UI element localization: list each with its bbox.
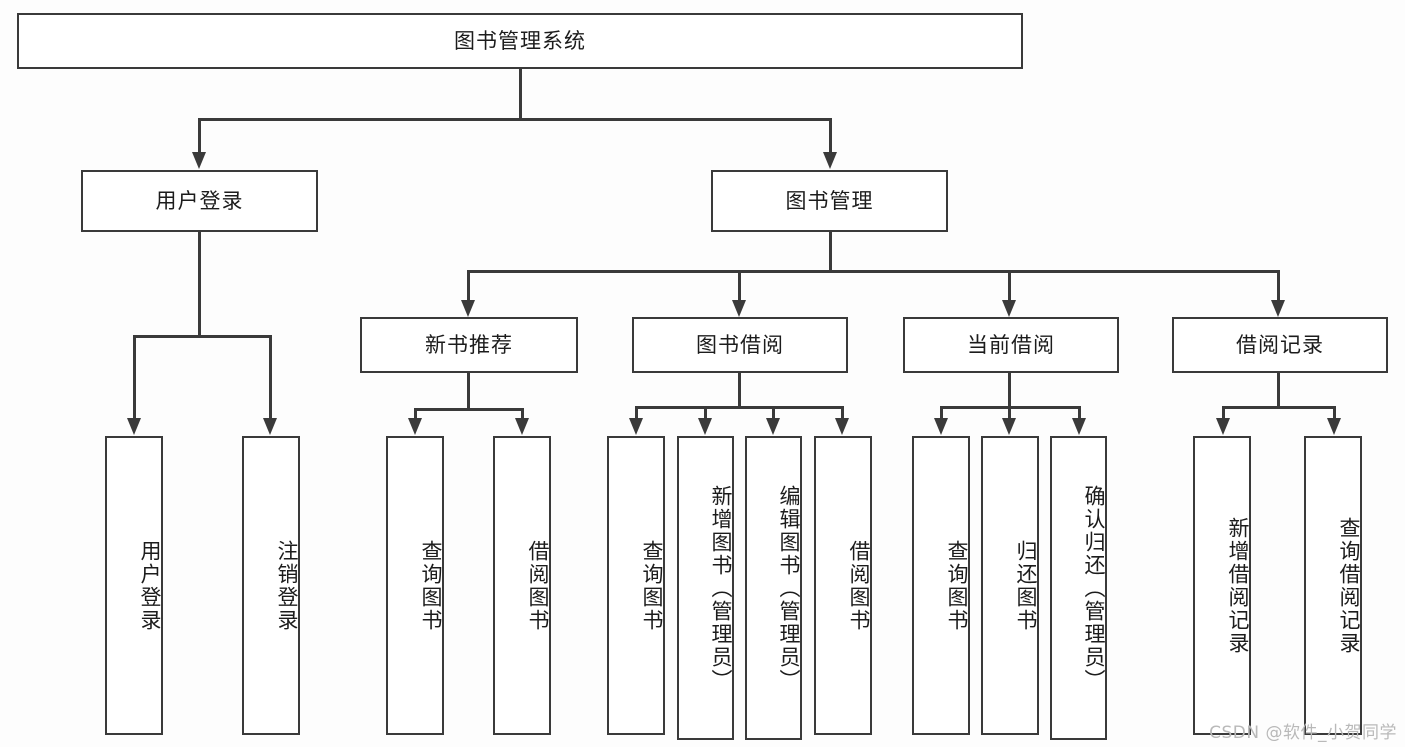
arrowhead-nb-to-leaf-2	[515, 418, 529, 435]
node-leaf-add-borrow-record[interactable]: 新增借阅记录	[1193, 436, 1251, 735]
node-label: 新书推荐	[425, 332, 513, 357]
connector-cb-to-leaf-3	[1078, 406, 1081, 420]
connector-root-stem	[519, 69, 522, 118]
node-leaf-borrow-book[interactable]: 借阅图书	[814, 436, 872, 735]
arrowhead-br-to-leaf-1	[1216, 418, 1230, 435]
connector-user-login-to-leaf-1	[133, 335, 136, 420]
connector-bb-to-leaf-1	[635, 406, 638, 420]
node-label: 确认归还（管理员）	[1082, 484, 1106, 692]
connector-book-borrow-branch-bar	[635, 406, 843, 409]
arrowhead-bm-to-current-borrow	[1002, 300, 1016, 317]
connector-cb-to-leaf-2	[1008, 406, 1011, 420]
node-user-login[interactable]: 用户登录	[81, 170, 318, 232]
csdn-watermark: CSDN @软件_小贺同学	[1209, 723, 1397, 743]
arrowhead-bm-to-new-book	[461, 300, 475, 317]
connector-current-borrow-stem	[1008, 373, 1011, 408]
connector-bb-to-leaf-2	[704, 406, 707, 420]
connector-br-to-leaf-2	[1333, 406, 1336, 420]
node-label: 图书借阅	[696, 332, 784, 357]
connector-user-login-to-leaf-2	[269, 335, 272, 420]
arrowhead-bb-to-leaf-3	[766, 418, 780, 435]
node-leaf-query-book-recommend[interactable]: 查询图书	[386, 436, 444, 735]
node-label: 查询借阅记录	[1337, 516, 1361, 655]
node-leaf-edit-book-admin[interactable]: 编辑图书（管理员）	[745, 436, 802, 740]
node-label: 归还图书	[1014, 539, 1038, 632]
node-leaf-add-book-admin[interactable]: 新增图书（管理员）	[677, 436, 734, 740]
node-label: 借阅图书	[847, 539, 871, 632]
node-leaf-query-book-current[interactable]: 查询图书	[912, 436, 970, 735]
connector-root-to-user-login	[198, 118, 201, 154]
arrowhead-user-login-to-leaf-1	[127, 418, 141, 435]
node-label: 编辑图书（管理员）	[777, 484, 801, 692]
connector-bm-to-book-borrow	[738, 270, 741, 302]
node-label: 查询图书	[640, 539, 664, 632]
connector-book-management-stem	[829, 232, 832, 270]
node-label: 图书管理	[785, 188, 874, 213]
node-label: 新增图书（管理员）	[709, 484, 733, 692]
connector-book-management-branch-bar	[467, 270, 1279, 273]
connector-cb-to-leaf-1	[940, 406, 943, 420]
arrowhead-bm-to-book-borrow	[732, 300, 746, 317]
arrowhead-cb-to-leaf-3	[1072, 418, 1086, 435]
node-label: 用户登录	[138, 539, 162, 632]
node-leaf-logout[interactable]: 注销登录	[242, 436, 300, 735]
connector-borrow-record-stem	[1277, 373, 1280, 408]
node-label: 查询图书	[419, 539, 443, 632]
node-label: 当前借阅	[967, 332, 1055, 357]
connector-bb-to-leaf-4	[841, 406, 844, 420]
connector-nb-to-leaf-2	[521, 408, 524, 420]
node-leaf-return-book[interactable]: 归还图书	[981, 436, 1039, 735]
node-book-management[interactable]: 图书管理	[711, 170, 948, 232]
arrowhead-bb-to-leaf-4	[835, 418, 849, 435]
connector-bm-to-borrow-record	[1277, 270, 1280, 302]
connector-new-book-stem	[467, 373, 470, 410]
arrowhead-br-to-leaf-2	[1327, 418, 1341, 435]
node-label: 查询图书	[945, 539, 969, 632]
arrowhead-nb-to-leaf-1	[408, 418, 422, 435]
connector-root-branch-bar	[198, 118, 832, 121]
connector-bb-to-leaf-3	[772, 406, 775, 420]
node-label: 新增借阅记录	[1226, 516, 1250, 655]
node-current-borrow[interactable]: 当前借阅	[903, 317, 1119, 373]
arrowhead-cb-to-leaf-2	[1002, 418, 1016, 435]
connector-borrow-record-branch-bar	[1222, 406, 1335, 409]
node-leaf-confirm-return-admin[interactable]: 确认归还（管理员）	[1050, 436, 1107, 740]
node-leaf-query-borrow-record[interactable]: 查询借阅记录	[1304, 436, 1362, 735]
node-leaf-query-book-borrow[interactable]: 查询图书	[607, 436, 665, 735]
node-borrow-record[interactable]: 借阅记录	[1172, 317, 1388, 373]
node-new-book-recommend[interactable]: 新书推荐	[360, 317, 578, 373]
connector-new-book-branch-bar	[414, 408, 522, 411]
node-leaf-borrow-book-recommend[interactable]: 借阅图书	[493, 436, 551, 735]
node-leaf-user-login[interactable]: 用户登录	[105, 436, 163, 735]
connector-br-to-leaf-1	[1222, 406, 1225, 420]
node-book-borrow[interactable]: 图书借阅	[632, 317, 848, 373]
node-label: 借阅记录	[1236, 332, 1324, 357]
connector-bm-to-current-borrow	[1008, 270, 1011, 302]
node-label: 图书管理系统	[454, 28, 586, 53]
node-label: 借阅图书	[526, 539, 550, 632]
arrowhead-user-login-to-leaf-2	[263, 418, 277, 435]
node-root-book-management-system[interactable]: 图书管理系统	[17, 13, 1023, 69]
arrowhead-root-to-book-management	[823, 152, 837, 169]
connector-book-borrow-stem	[738, 373, 741, 408]
connector-user-login-branch-bar	[133, 335, 269, 338]
connector-nb-to-leaf-1	[414, 408, 417, 420]
node-label: 用户登录	[155, 188, 244, 213]
arrowhead-cb-to-leaf-1	[934, 418, 948, 435]
connector-root-to-book-management	[829, 118, 832, 154]
arrowhead-bb-to-leaf-1	[629, 418, 643, 435]
arrowhead-bb-to-leaf-2	[698, 418, 712, 435]
connector-user-login-stem	[198, 232, 201, 335]
connector-bm-to-new-book	[467, 270, 470, 302]
node-label: 注销登录	[275, 539, 299, 632]
arrowhead-root-to-user-login	[192, 152, 206, 169]
arrowhead-bm-to-borrow-record	[1271, 300, 1285, 317]
